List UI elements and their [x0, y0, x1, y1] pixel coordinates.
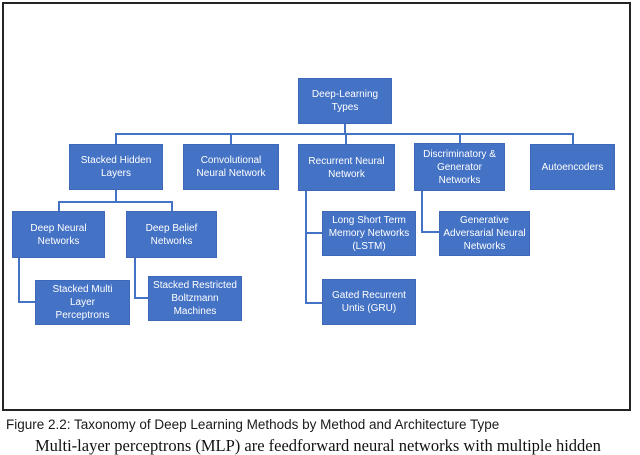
connector-drop-rnn — [345, 133, 347, 144]
connector-dnn-elbow-h — [18, 301, 35, 303]
connector-dgn-elbow-v — [421, 191, 423, 233]
figure-caption: Figure 2.2: Taxonomy of Deep Learning Me… — [6, 417, 500, 432]
connector-lstm-elbow-h — [305, 232, 322, 234]
connector-level2-bar — [115, 133, 574, 135]
connector-drop-shl — [115, 133, 117, 144]
node-discriminatory-generator-networks: Discriminatory & Generator Networks — [414, 143, 505, 191]
connector-drop-dnn — [58, 201, 60, 211]
connector-dbn-elbow-h — [134, 297, 148, 299]
connector-dbn-elbow-v — [134, 258, 136, 299]
connector-gru-elbow-h — [305, 302, 322, 304]
connector-drop-ae — [572, 133, 574, 144]
connector-drop-dgn — [459, 133, 461, 144]
connector-root-stub — [344, 123, 346, 135]
connector-drop-dbn — [171, 201, 173, 211]
node-gated-recurrent-units: Gated Recurrent Untis (GRU) — [322, 279, 416, 325]
connector-dnn-elbow-v — [18, 258, 20, 303]
node-stacked-hidden-layers: Stacked Hidden Layers — [69, 144, 163, 190]
node-deep-neural-networks: Deep Neural Networks — [12, 211, 105, 258]
node-stacked-multi-layer-perceptrons: Stacked Multi Layer Perceptrons — [35, 280, 130, 325]
connector-shl-stub — [115, 190, 117, 202]
body-text: Multi-layer perceptrons (MLP) are feedfo… — [35, 436, 601, 455]
node-autoencoders: Autoencoders — [530, 144, 615, 190]
node-generative-adversarial-neural-networks: Generative Adversarial Neural Networks — [439, 211, 530, 256]
connector-rnn-spine — [305, 191, 307, 304]
node-long-short-term-memory-networks: Long Short Term Memory Networks (LSTM) — [322, 211, 416, 256]
connector-shl-bar — [58, 201, 173, 203]
node-deep-learning-types: Deep-Learning Types — [298, 78, 392, 124]
node-stacked-restricted-boltzmann-machines: Stacked Restricted Boltzmann Machines — [148, 276, 242, 321]
connector-drop-cnn — [230, 133, 232, 144]
node-convolutional-neural-network: Convolutional Neural Network — [183, 144, 279, 190]
connector-gan-elbow-h — [421, 231, 439, 233]
node-recurrent-neural-network: Recurrent Neural Network — [298, 144, 395, 191]
node-deep-belief-networks: Deep Belief Networks — [126, 211, 217, 258]
